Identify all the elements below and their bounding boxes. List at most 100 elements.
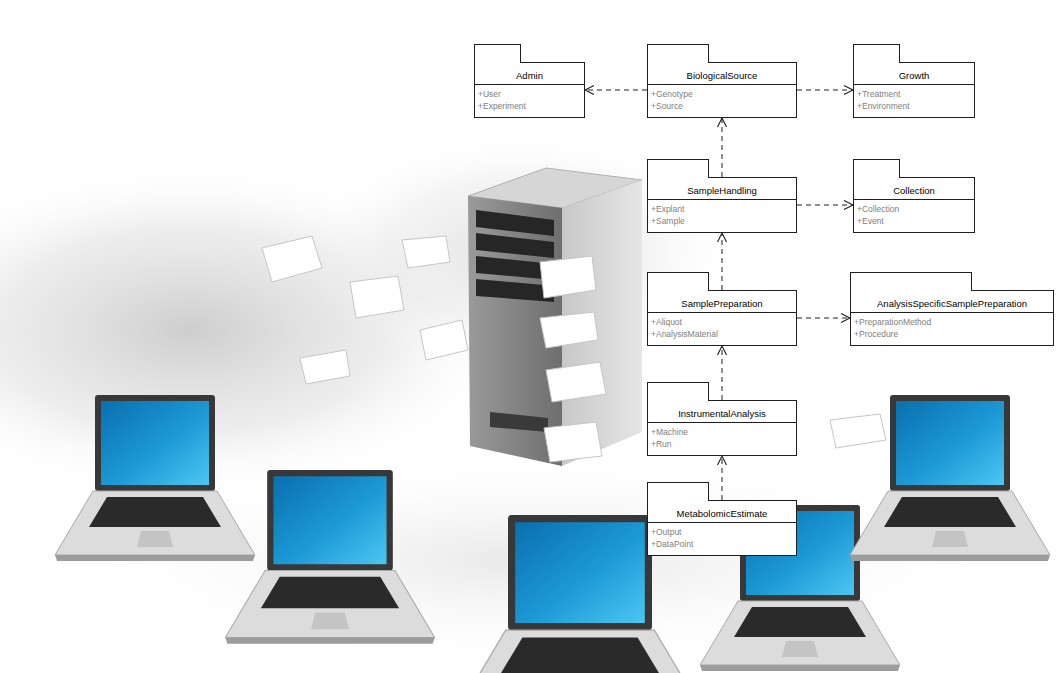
package-name: InstrumentalAnalysis [678,408,766,420]
package-name: SampleHandling [687,185,757,197]
package-header: Collection [854,178,974,200]
package-attribute: +Machine [651,426,688,438]
paper-sheet [262,236,322,282]
open-arrowhead [718,233,727,242]
package-body: +Explant+Sample [648,200,796,232]
paper-sheet [420,320,468,360]
package-name: BiologicalSource [687,70,758,82]
paper-sheet [830,414,886,448]
open-arrowhead [718,456,727,465]
package-attribute: +Source [651,100,683,112]
package-name: Collection [893,185,935,197]
package-tab [647,382,709,401]
package-attribute: +DataPoint [651,538,693,550]
uml-package: MetabolomicEstimate +Output+DataPoint [647,500,797,556]
package-name: Growth [899,70,930,82]
package-attribute: +Collection [857,203,899,215]
paper-sheet [544,422,602,462]
package-tab [474,44,521,63]
paper-sheet [402,236,450,268]
laptop [850,395,1050,561]
server-tower [468,168,642,466]
open-arrowhead [585,86,594,95]
drive-bay [476,233,554,258]
uml-package: Collection +Collection+Event [853,177,975,233]
paper-sheet [546,362,606,402]
package-header: Growth [854,63,974,85]
package-tab [647,482,709,501]
open-arrowhead [844,86,853,95]
package-attribute: +Aliquot [651,316,682,328]
power-panel [490,412,548,432]
dependency-arrow [718,233,727,290]
laptop [225,470,434,644]
paper-sheet [540,256,596,298]
package-tab [647,44,709,63]
package-attribute: +Output [651,526,681,538]
package-body: +Machine+Run [648,423,796,455]
package-tab [647,272,709,291]
paper-sheet [540,312,598,348]
package-header: SamplePreparation [648,291,796,313]
open-arrowhead [718,346,727,355]
dashed-line [797,90,853,91]
package-header: MetabolomicEstimate [648,501,796,523]
package-name: SamplePreparation [681,298,762,310]
dashed-line [797,205,853,206]
package-attribute: +Event [857,215,884,227]
package-header: Admin [475,63,584,85]
package-attribute: +Genotype [651,88,693,100]
dashed-line [797,318,850,319]
dependency-arrow [797,86,853,95]
laptop [55,395,255,561]
paper-sheet [300,350,350,384]
dependency-arrow [585,86,647,95]
package-attribute: +Environment [857,100,910,112]
package-attribute: +Experiment [478,100,526,112]
package-attribute: +Run [651,438,672,450]
package-name: MetabolomicEstimate [677,508,768,520]
package-body: +User+Experiment [475,85,584,117]
dependency-arrow [718,456,727,500]
package-attribute: +User [478,88,501,100]
paper-sheet [350,276,404,318]
uml-package: SampleHandling+Explant+Sample [647,177,797,233]
package-attribute: +Sample [651,215,685,227]
uml-package: SamplePreparation +Aliquot+AnalysisMateri… [647,290,797,346]
open-arrowhead [841,314,850,323]
flying-papers [262,236,886,462]
dependency-arrow [797,201,853,210]
package-header: AnalysisSpecificSamplePreparation [851,291,1053,313]
uml-package: BiologicalSource +Genotype+Source [647,62,797,118]
uml-package: InstrumentalAnalysis +Machine+Run [647,400,797,456]
package-header: SampleHandling [648,178,796,200]
package-name: AnalysisSpecificSamplePreparation [877,298,1027,310]
package-body: +Output+DataPoint [648,523,796,555]
uml-package: Growth +Treatment+Environment [853,62,975,118]
dashed-line [722,233,723,290]
package-body: +Treatment+Environment [854,85,974,117]
dashed-line [722,346,723,400]
package-body: +Genotype+Source [648,85,796,117]
package-name: Admin [516,70,543,82]
open-arrowhead [718,118,727,127]
package-attribute: +AnalysisMaterial [651,328,718,340]
dashed-line [585,90,647,91]
package-attribute: +Procedure [854,328,898,340]
package-attribute: +Explant [651,203,684,215]
dashed-line [722,456,723,500]
package-body: +PreparationMethod+Procedure [851,313,1053,345]
package-tab [853,44,900,63]
uml-package: AnalysisSpecificSamplePreparation +Prepar… [850,290,1054,346]
dependency-arrow [718,118,727,177]
laptops [55,395,1050,673]
package-attribute: +PreparationMethod [854,316,931,328]
package-tab [647,159,709,178]
package-tab [853,159,900,178]
package-body: +Aliquot+AnalysisMaterial [648,313,796,345]
package-attribute: +Treatment [857,88,900,100]
package-header: InstrumentalAnalysis [648,401,796,423]
dependency-arrow [718,346,727,400]
dashed-line [722,118,723,177]
